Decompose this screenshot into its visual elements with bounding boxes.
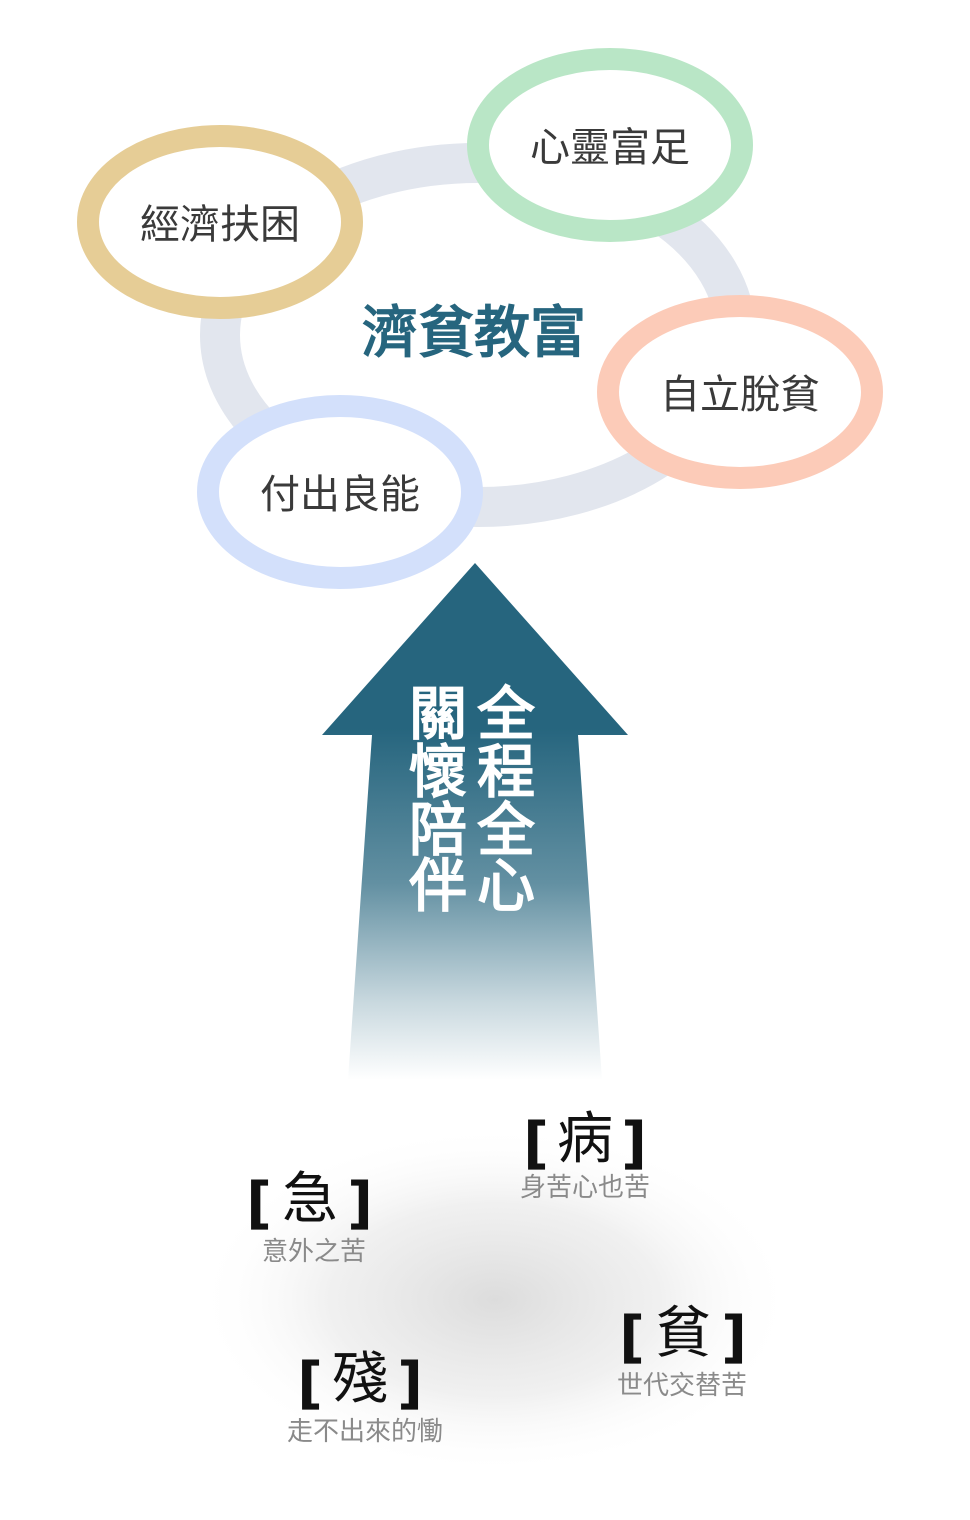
hardship-emergency: [ 急 ] 意外之苦 [246, 1167, 373, 1267]
stage-label-self-reliance: 自立脫貧 [660, 372, 820, 418]
hardship-subtitle-disability: 走不出來的慟 [287, 1417, 443, 1447]
arrow-char: 伴 [408, 852, 467, 920]
stage-ring-spiritual-wealth [467, 48, 753, 242]
hardship-subtitle-illness: 身苦心也苦 [520, 1173, 650, 1203]
stage-label-giving-back: 付出良能 [260, 472, 420, 518]
hardship-subtitle-emergency: 意外之苦 [262, 1237, 366, 1267]
stage-label-spiritual-wealth: 心靈富足 [530, 125, 690, 171]
hardship-haze [195, 1125, 795, 1475]
bracket-close: ] [347, 1171, 373, 1236]
stage-ring-self-reliance [597, 295, 883, 489]
arrow-char: 心 [477, 852, 535, 920]
arrow-char: 全 [476, 680, 536, 748]
upward-arrow [322, 563, 628, 1080]
stage-self-reliance: 自立脫貧 [597, 295, 883, 489]
arrow-column-right: 全 程 全 心 [476, 680, 536, 920]
arrow-char: 陪 [409, 796, 467, 864]
hardship-char-emergency: 急 [282, 1167, 338, 1232]
hardship-char-poverty: 貧 [655, 1301, 711, 1366]
bracket-close: ] [397, 1351, 423, 1416]
cycle-center-title: 濟貧教富 [362, 301, 586, 366]
arrow-char: 懷 [409, 738, 467, 806]
bracket-open: [ [297, 1351, 323, 1416]
arrow-char: 全 [476, 796, 536, 864]
bracket-close: ] [721, 1305, 747, 1370]
stage-label-economic-aid: 經濟扶困 [140, 202, 300, 248]
bracket-open: [ [619, 1305, 645, 1370]
stage-ring-giving-back [197, 395, 483, 589]
bracket-open: [ [246, 1171, 272, 1236]
hardship-char-disability: 殘 [332, 1347, 388, 1412]
arrow-char: 程 [477, 738, 535, 806]
bracket-close: ] [621, 1111, 647, 1176]
stage-economic-aid: 經濟扶困 [77, 125, 363, 319]
hardship-char-illness: 病 [557, 1107, 613, 1172]
hardship-disability: [ 殘 ] 走不出來的慟 [287, 1347, 443, 1447]
arrow-char: 關 [409, 680, 467, 748]
bracket-open: [ [523, 1111, 549, 1176]
stage-giving-back: 付出良能 [197, 395, 483, 589]
stage-ring-economic-aid [77, 125, 363, 319]
hardship-poverty: [ 貧 ] 世代交替苦 [617, 1301, 747, 1401]
stage-spiritual-wealth: 心靈富足 [467, 48, 753, 242]
hardship-illness: [ 病 ] 身苦心也苦 [520, 1107, 650, 1203]
hardship-subtitle-poverty: 世代交替苦 [617, 1371, 747, 1401]
arrow-column-left: 關 懷 陪 伴 [408, 680, 467, 920]
